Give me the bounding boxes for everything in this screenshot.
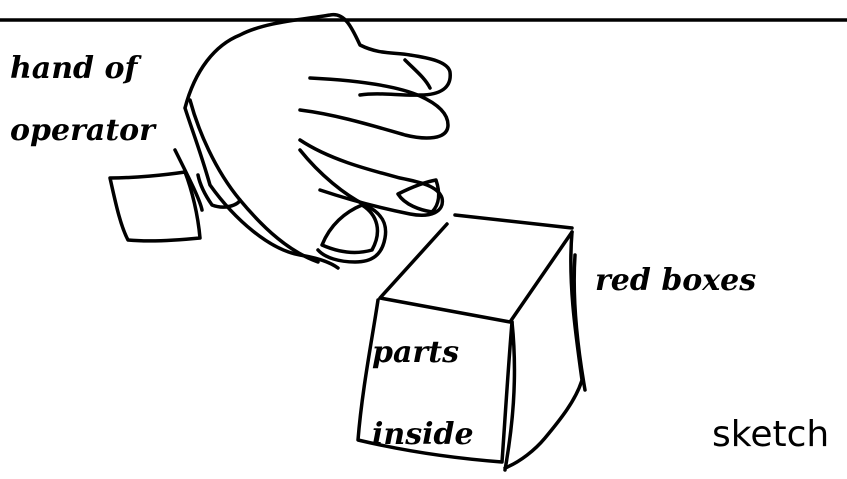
box-side-face — [503, 230, 584, 472]
box-top-face — [378, 213, 574, 324]
finger-ring-nail — [320, 203, 380, 255]
box-side-edge — [572, 253, 587, 392]
finger-middle-nail — [396, 178, 441, 214]
finger-pinky — [238, 198, 320, 264]
finger-ring — [298, 148, 388, 264]
box-front-face — [356, 298, 514, 464]
label-parts-line1: parts — [372, 335, 459, 370]
finger-index — [298, 76, 450, 140]
hand-drawing — [108, 12, 452, 270]
label-red-boxes: red boxes — [595, 263, 756, 298]
box-drawing — [356, 213, 587, 472]
finger-index-nail — [403, 58, 432, 90]
label-hand-line1: hand of — [10, 51, 142, 86]
caption-sketch: sketch — [712, 414, 829, 455]
hand-wrist — [173, 98, 242, 212]
hand-outline — [183, 12, 452, 270]
finger-middle — [298, 138, 445, 217]
label-parts-line2: inside — [372, 417, 474, 452]
label-hand-line2: operator — [10, 113, 157, 148]
hand-thumb — [108, 170, 202, 243]
